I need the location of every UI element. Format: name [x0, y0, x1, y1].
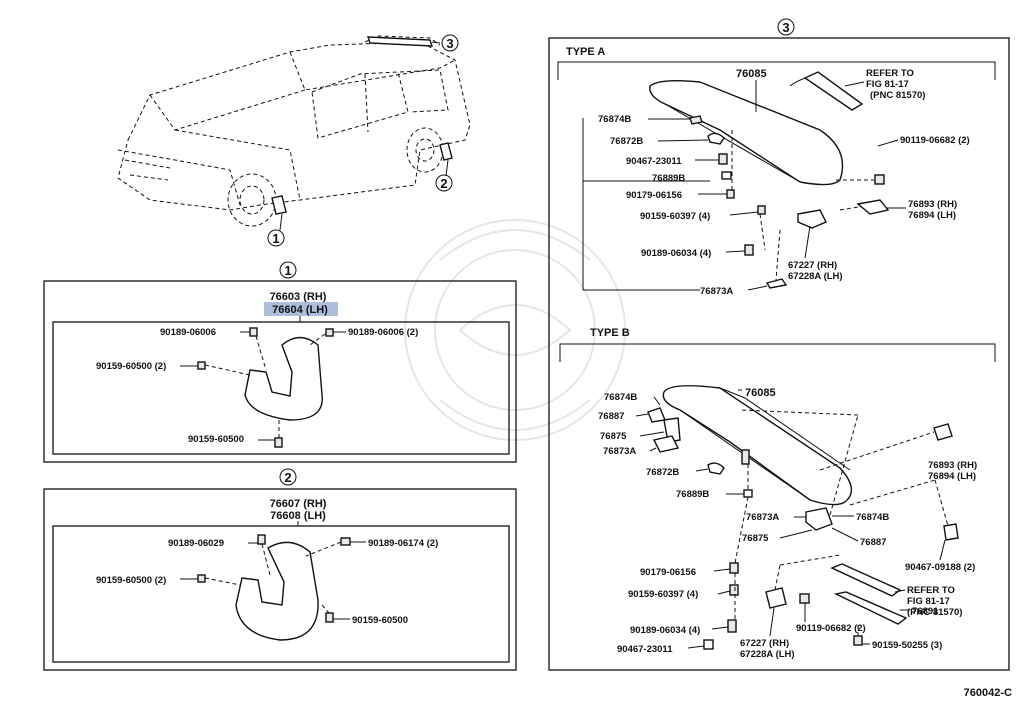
panel1-label-b: 90189-06006 (2) — [348, 327, 418, 338]
part-label-panel3-type_b-p6: 76889B — [676, 489, 709, 500]
part-label-panel3-type_b-p17: 90467-23011 — [617, 644, 673, 655]
part-label-panel3-type_a-refer1: REFER TO — [866, 68, 914, 79]
part-label-circles-c2: 2 — [284, 470, 291, 485]
part-label-circles-c2: 2 — [440, 176, 447, 191]
callout-2-car: 2 — [435, 174, 453, 192]
panel2-title-rh: 76607 (RH) — [270, 498, 327, 510]
watermark-emblem — [404, 219, 626, 441]
type-b-section: TYPE B — [559, 327, 996, 660]
part-label-panel3-type_a-p5: 90179-06156 — [626, 190, 682, 201]
panel1-title-lh: 76604 (LH) — [272, 304, 328, 316]
part-label-panel3-type_b-refer1: REFER TO — [907, 585, 955, 596]
panel2-label-a: 90189-06029 — [168, 538, 224, 549]
part-label-panel3-type_a-refer2: FIG 81-17 — [866, 79, 909, 90]
part-label-panel3-type_a-refer3: (PNC 81570) — [870, 90, 925, 101]
car-illustration — [117, 35, 471, 231]
panel1-title-rh: 76603 (RH) — [270, 291, 327, 303]
part-label-panel3-type_b-p5: 76872B — [646, 467, 679, 478]
panel1-label-c: 90159-60500 (2) — [96, 361, 166, 372]
part-label-circles-c1: 1 — [284, 263, 291, 278]
part-label-panel3-type_a-p9: 90119-06682 (2) — [900, 135, 970, 146]
part-label-panel3-type_b-p14: 90179-06156 — [640, 567, 696, 578]
panel1-label-a: 90189-06006 — [160, 327, 216, 338]
panel-1-mudguard-front: 1 76603 (RH) 76604 (LH) 90189-06006 9018… — [43, 261, 517, 463]
part-label-panel3-type_b-p9: 76875 — [742, 533, 769, 544]
part-label-panel3-type_b-p3: 76875 — [600, 431, 627, 442]
part-label-panel3-type_a-p2: 76872B — [610, 136, 643, 147]
part-label-panel3-type_b-p16: 90189-06034 (4) — [630, 625, 700, 636]
part-label-panel3-type_a-p4: 76889B — [652, 173, 685, 184]
part-label-panel3-type_a-p11: 76894 (LH) — [908, 210, 956, 221]
part-label-panel3-type_b-p20: 90119-06682 (2) — [796, 623, 866, 634]
type-a-section: TYPE A 7608 — [557, 46, 996, 297]
part-label-panel3-type_b-p21: 76891 — [912, 606, 939, 617]
part-label-panel3-type_a-main: 76085 — [736, 68, 767, 80]
part-label-panel3-type_a-p13: 67228A (LH) — [788, 271, 843, 282]
part-label-panel3-type_a-p3: 90467-23011 — [626, 156, 682, 167]
part-label-panel3-type_b-p7: 76873A — [746, 512, 779, 523]
panel2-label-c: 90159-60500 (2) — [96, 575, 166, 586]
part-label-panel3-type_a-p12: 67227 (RH) — [788, 260, 837, 271]
part-label-panel3-type_b-p2: 76887 — [598, 411, 624, 422]
part-label-circles-c3: 3 — [446, 36, 453, 51]
part-label-panel3-type_b-p8: 76874B — [856, 512, 889, 523]
part-label-circles-c3: 3 — [782, 20, 789, 35]
part-label-panel3-type_b-p18: 67227 (RH) — [740, 638, 789, 649]
part-label-panel3-type_a-heading: TYPE A — [566, 46, 605, 58]
panel-3-rear-spoiler: 3 TYPE A — [548, 18, 1010, 671]
panel-2-mudguard-rear: 2 76607 (RH) 76608 (LH) 90189-06029 9018… — [43, 468, 517, 671]
part-label-panel3-type_b-p15: 90159-60397 (4) — [628, 589, 698, 600]
callout-3-top: 3 — [441, 34, 459, 52]
part-label-panel3-type_b-refer3: (PNC 81570) — [907, 607, 962, 618]
part-label-panel3-type_a-p10: 76893 (RH) — [908, 199, 957, 210]
panel2-title-lh: 76608 (LH) — [270, 510, 326, 522]
part-label-panel3-type_b-p4: 76873A — [603, 446, 636, 457]
part-label-panel3-type_b-p22: 90159-50255 (3) — [872, 640, 942, 651]
part-label-circles-c1: 1 — [272, 231, 279, 246]
diagram-id: 760042-C — [964, 687, 1012, 699]
panel1-label-d: 90159-60500 — [188, 434, 244, 445]
part-label-panel3-type_b-p11: 76893 (RH) — [928, 460, 977, 471]
panel2-label-b: 90189-06174 (2) — [368, 538, 438, 549]
part-label-panel3-type_b-p1: 76874B — [604, 392, 637, 403]
part-label-panel3-type_a-p8: 76873A — [700, 286, 733, 297]
panel2-label-d: 90159-60500 — [352, 615, 408, 626]
part-label-panel3-type_b-p12: 76894 (LH) — [928, 471, 976, 482]
part-label-panel3-type_b-p10: 76887 — [860, 537, 886, 548]
part-label-panel3-type_a-p1: 76874B — [598, 114, 631, 125]
part-label-panel3-type_b-refer2: FIG 81-17 — [907, 596, 950, 607]
part-label-panel3-type_b-heading: TYPE B — [590, 327, 630, 339]
callout-1-car: 1 — [267, 229, 285, 247]
part-label-panel3-type_b-main: 76085 — [745, 387, 776, 399]
part-label-panel3-type_b-p19: 67228A (LH) — [740, 649, 795, 660]
part-label-panel3-type_a-p7: 90189-06034 (4) — [641, 248, 711, 259]
part-label-panel3-type_a-p6: 90159-60397 (4) — [640, 211, 710, 222]
part-label-panel3-type_b-p13: 90467-09188 (2) — [905, 562, 975, 573]
panel1-title-highlight — [264, 302, 338, 316]
